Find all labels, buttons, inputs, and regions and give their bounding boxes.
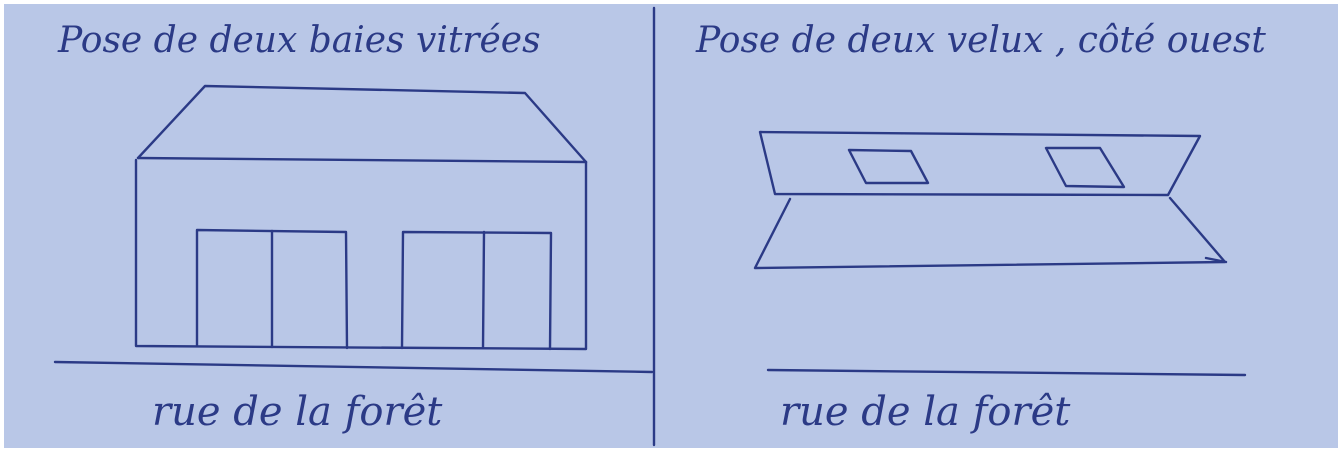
facade-eave-line (136, 156, 588, 164)
right-street-name: rue de la forêt (780, 389, 1071, 435)
right-street-line (766, 368, 1247, 377)
velux-window-2 (1044, 146, 1126, 189)
right-heading: Pose de deux velux , côté ouest (695, 20, 1266, 61)
bay-window-2 (400, 230, 553, 351)
left-street-line (53, 360, 654, 374)
left-street-name: rue de la forêt (152, 389, 443, 435)
roof-lower-slope (753, 196, 1227, 270)
facade-roof (136, 84, 588, 164)
left-heading: Pose de deux baies vitrées (57, 20, 541, 61)
roof-plan-drawing (753, 130, 1228, 270)
facade-drawing (134, 84, 588, 351)
velux-window-1 (847, 148, 930, 185)
roof-upper-slope (758, 130, 1202, 197)
facade-wall (134, 158, 588, 351)
paper-background (4, 4, 1338, 448)
bay-window-1 (195, 228, 349, 350)
